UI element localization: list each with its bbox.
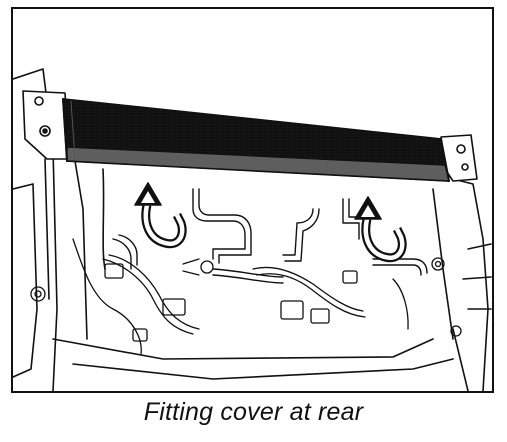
- pipe-lines: [112, 188, 428, 284]
- engine-bay-illustration: [13, 68, 492, 391]
- figure-caption: Fitting cover at rear: [143, 398, 364, 426]
- fitting-cover: [62, 98, 450, 182]
- illustration-frame: [11, 7, 494, 393]
- refit-arrow-icon: [354, 196, 407, 263]
- wiring-harness: [30, 238, 462, 355]
- right-mounting-bracket: [440, 134, 478, 182]
- refit-arrow-icon: [134, 182, 187, 249]
- left-mounting-bracket: [22, 90, 70, 160]
- body-structure: [13, 68, 492, 391]
